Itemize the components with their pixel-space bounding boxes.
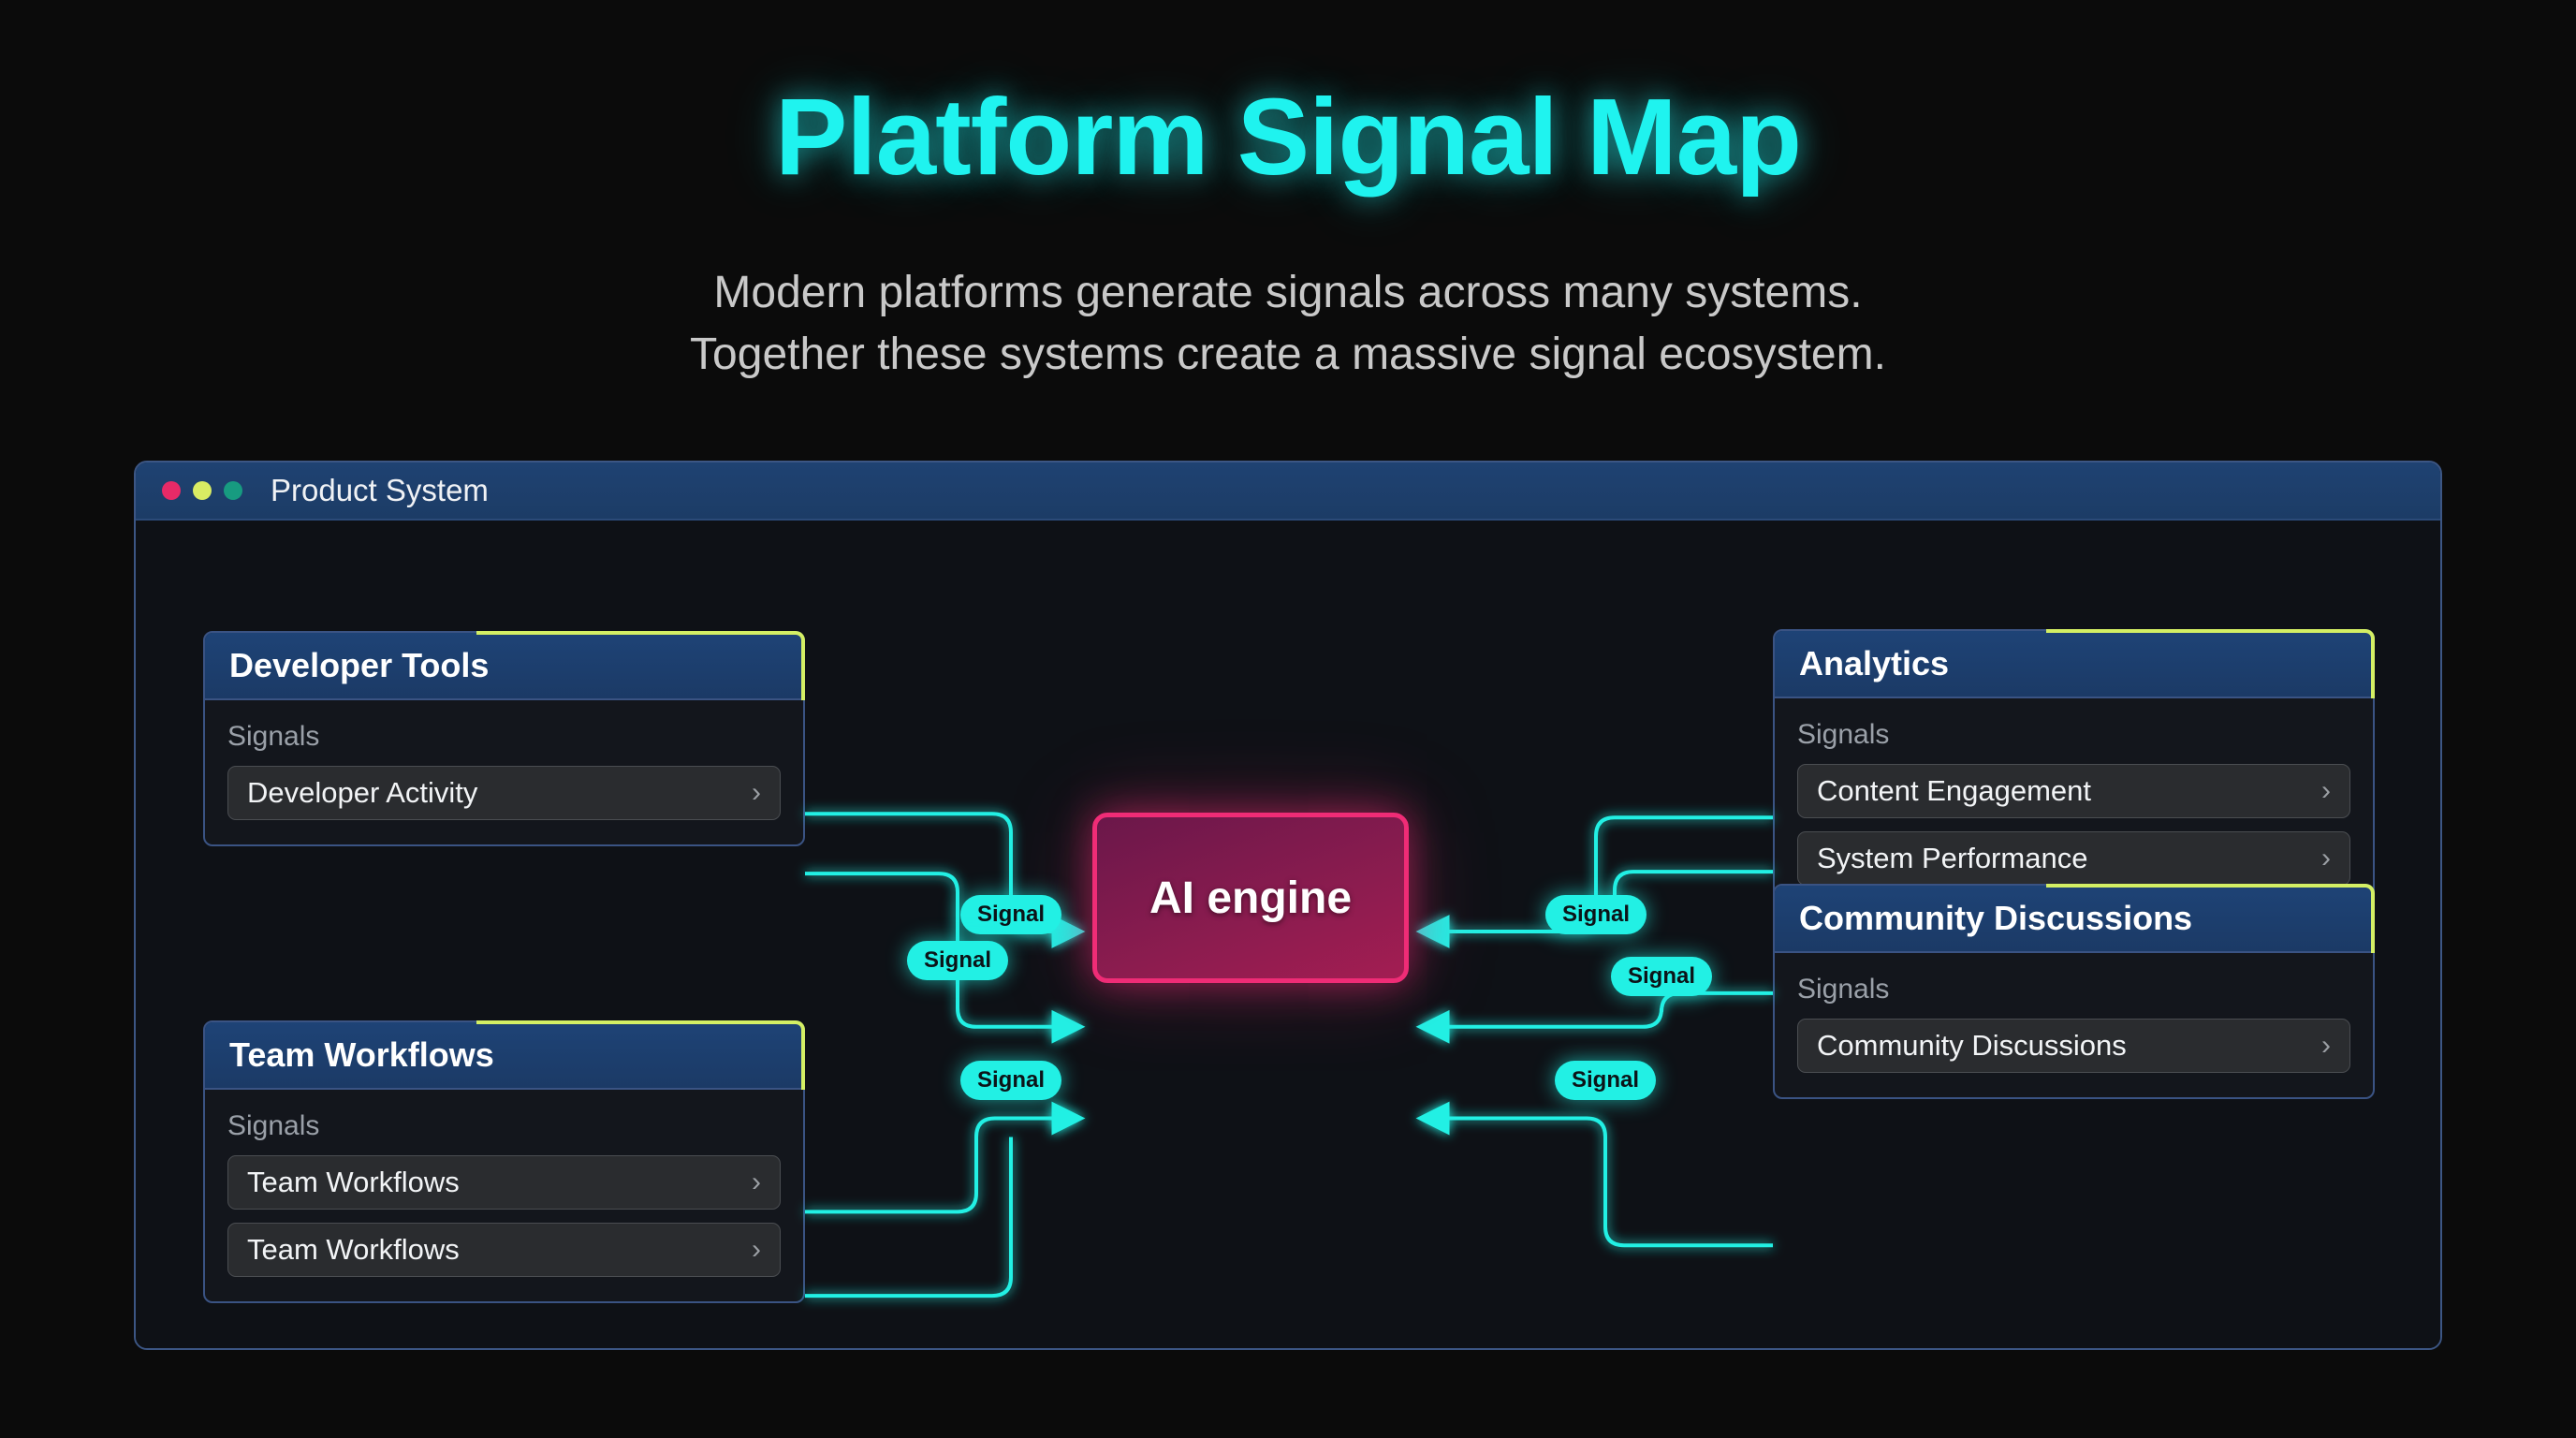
ai-engine-node[interactable]: AI engine xyxy=(1092,813,1409,983)
maximize-dot[interactable] xyxy=(224,481,242,500)
signal-row[interactable]: Developer Activity › xyxy=(227,766,781,820)
signals-label: Signals xyxy=(1797,974,1890,1005)
edge-system-performance xyxy=(1415,990,1773,1044)
card-developer-tools[interactable]: Developer Tools Signals Developer Activi… xyxy=(203,631,805,846)
card-title: Analytics xyxy=(1799,644,1950,682)
signal-row[interactable]: Community Discussions › xyxy=(1797,1019,2350,1073)
signal-pill[interactable]: Signal xyxy=(959,1061,1062,1100)
page-title: Platform Signal Map xyxy=(774,76,1802,198)
signal-row-label: Community Discussions xyxy=(1817,1029,2127,1062)
diagram-canvas: Developer Tools Signals Developer Activi… xyxy=(136,521,2440,1348)
signal-pill[interactable]: Signal xyxy=(959,895,1062,934)
signal-row-label: System Performance xyxy=(1817,842,2088,874)
signal-row-label: Team Workflows xyxy=(247,1233,460,1266)
chevron-right-icon[interactable]: › xyxy=(2321,843,2331,873)
chevron-right-icon[interactable]: › xyxy=(752,1234,761,1265)
page-subtitle-line-1: Modern platforms generate signals across… xyxy=(713,268,1863,317)
window-title: Product System xyxy=(271,473,489,507)
chevron-right-icon[interactable]: › xyxy=(752,777,761,808)
ai-engine-label: AI engine xyxy=(1149,873,1353,923)
card-community-discussions[interactable]: Community Discussions Signals Community … xyxy=(1773,884,2375,1099)
window-titlebar: Product System xyxy=(136,462,2440,521)
card-body: Signals Community Discussions › xyxy=(1775,953,2373,1097)
page-subtitle: Modern platforms generate signals across… xyxy=(0,262,2576,386)
signal-row-label: Team Workflows xyxy=(247,1166,460,1198)
signal-pill[interactable]: Signal xyxy=(1610,957,1713,996)
signal-pill[interactable]: Signal xyxy=(1554,1061,1657,1100)
minimize-dot[interactable] xyxy=(193,481,212,500)
card-body: Signals Team Workflows › Team Workflows … xyxy=(205,1090,803,1301)
chevron-right-icon[interactable]: › xyxy=(752,1167,761,1197)
signal-row[interactable]: System Performance › xyxy=(1797,831,2350,886)
card-header: Developer Tools xyxy=(205,631,805,700)
page-subtitle-line-2: Together these systems create a massive … xyxy=(690,330,1886,380)
chevron-right-icon[interactable]: › xyxy=(2321,1030,2331,1061)
card-title: Developer Tools xyxy=(229,646,490,684)
card-title: Community Discussions xyxy=(1799,899,2193,937)
signal-row-label: Developer Activity xyxy=(247,776,478,809)
chevron-right-icon[interactable]: › xyxy=(2321,775,2331,806)
product-system-window: Product System xyxy=(134,461,2442,1350)
signal-row[interactable]: Team Workflows › xyxy=(227,1223,781,1277)
signal-pill[interactable]: Signal xyxy=(906,941,1009,980)
edge-community xyxy=(1415,1101,1773,1248)
signals-label: Signals xyxy=(1797,719,1890,750)
signals-label: Signals xyxy=(227,721,320,752)
signal-row[interactable]: Team Workflows › xyxy=(227,1155,781,1210)
card-header: Analytics xyxy=(1775,629,2375,698)
card-body: Signals Content Engagement › System Perf… xyxy=(1775,698,2373,910)
signal-row-label: Content Engagement xyxy=(1817,774,2091,807)
edge-team-1 xyxy=(805,1101,1086,1214)
signal-pill[interactable]: Signal xyxy=(1544,895,1647,934)
card-header: Community Discussions xyxy=(1775,884,2375,953)
edge-content-engagement xyxy=(1613,870,1773,914)
edge-team-2 xyxy=(805,1137,1013,1299)
signal-row[interactable]: Content Engagement › xyxy=(1797,764,2350,818)
signals-label: Signals xyxy=(227,1110,320,1141)
card-analytics[interactable]: Analytics Signals Content Engagement › S… xyxy=(1773,629,2375,912)
close-dot[interactable] xyxy=(162,481,181,500)
card-body: Signals Developer Activity › xyxy=(205,700,803,844)
card-title: Team Workflows xyxy=(229,1035,494,1074)
